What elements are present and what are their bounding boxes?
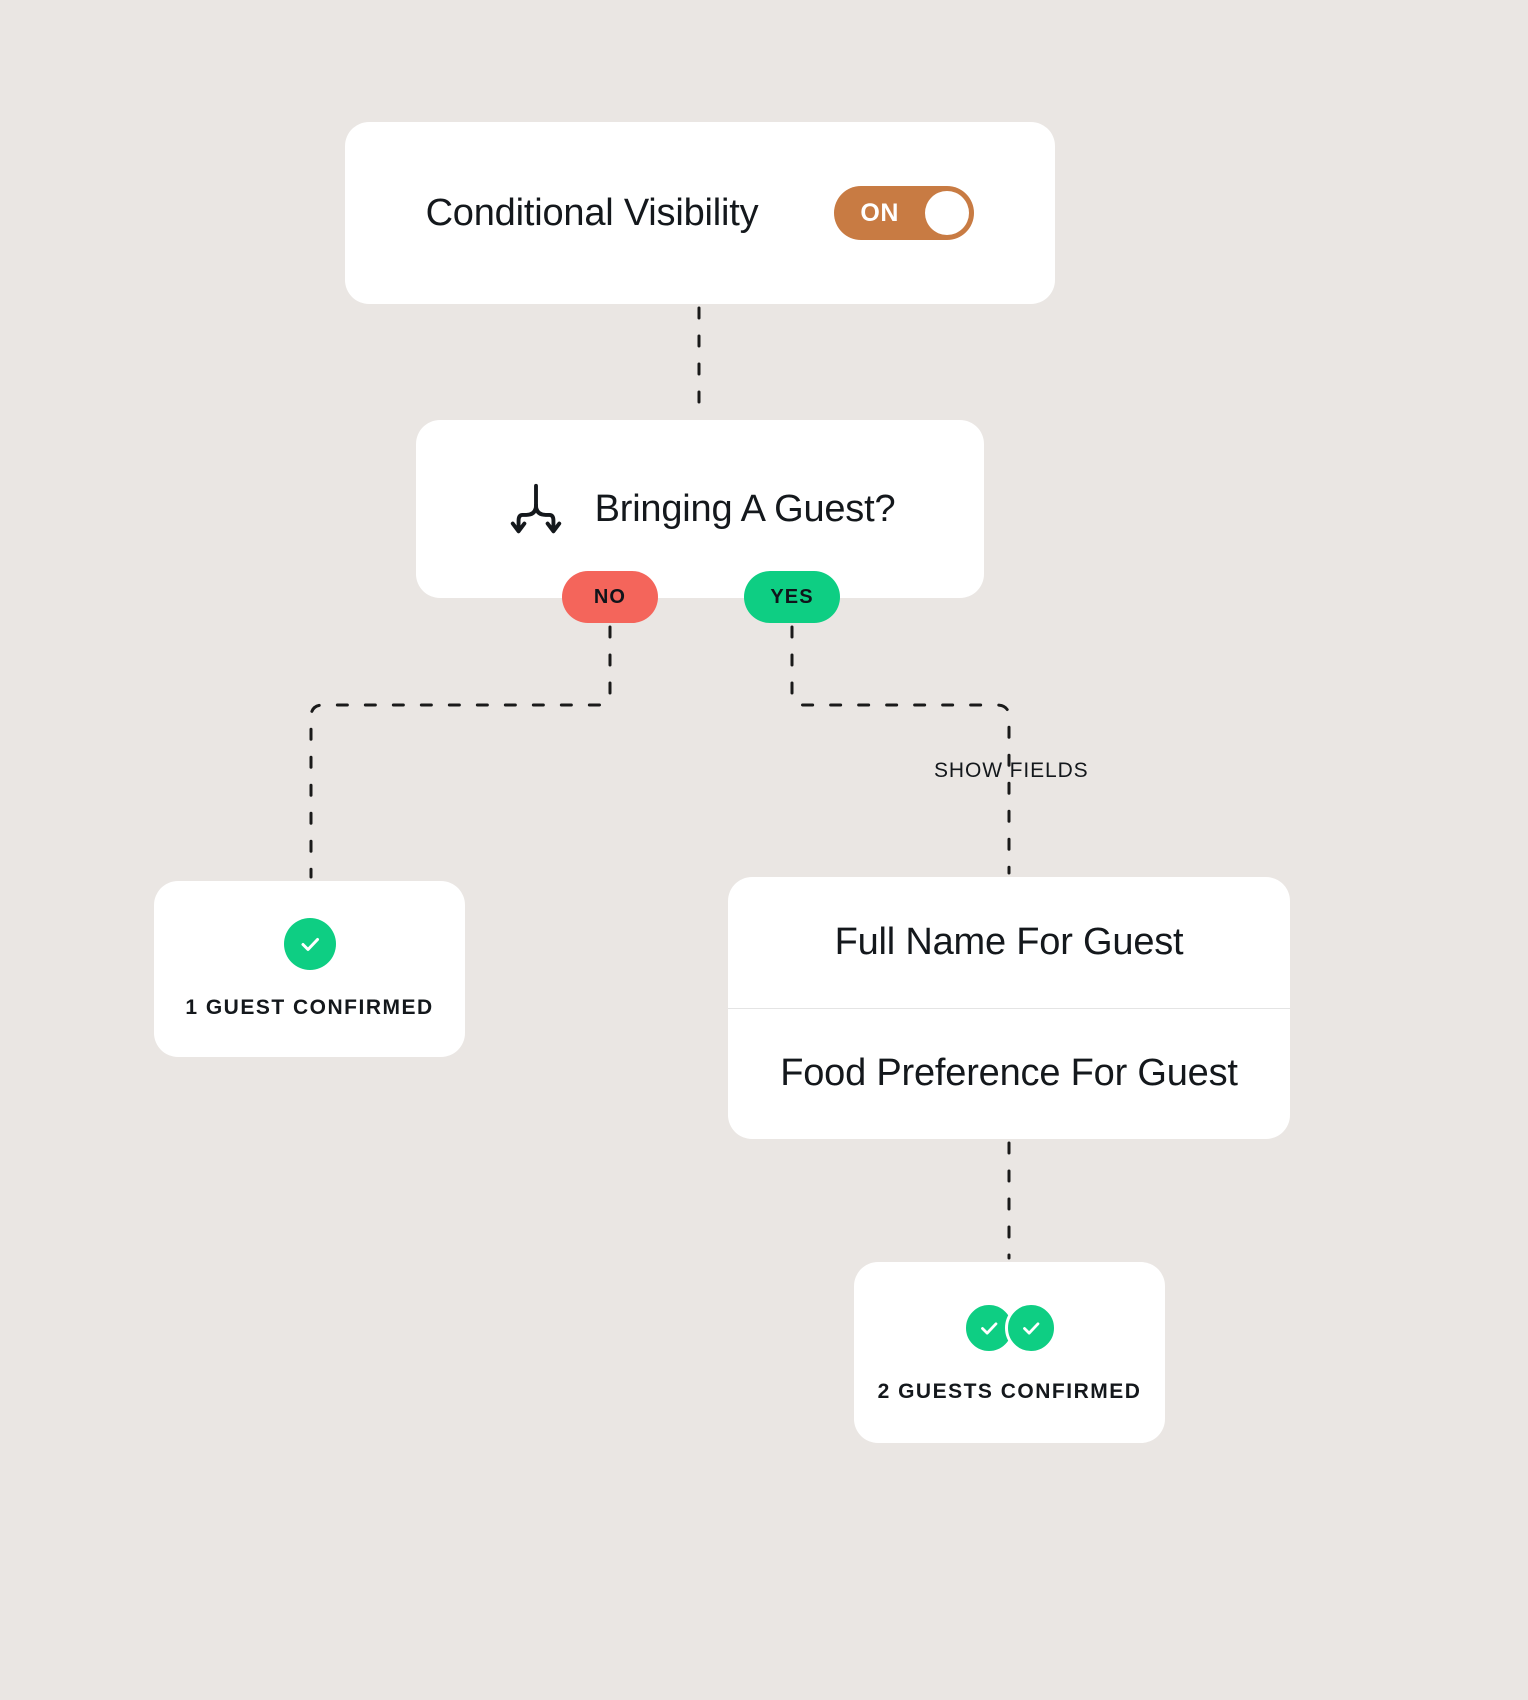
edge-label-show-fields: SHOW FIELDS: [934, 759, 1089, 782]
field-divider: [728, 1007, 1290, 1009]
node-conditional-visibility[interactable]: Conditional Visibility ON: [345, 122, 1055, 304]
check-circle-icon: [283, 918, 336, 970]
toggle-state-label: ON: [860, 198, 899, 227]
one-guest-confirmed-label: 1 GUEST CONFIRMED: [185, 996, 434, 1019]
node-two-guests-confirmed[interactable]: 2 GUESTS CONFIRMED: [854, 1262, 1165, 1443]
node-bringing-a-guest[interactable]: Bringing A Guest?: [416, 420, 984, 598]
two-guests-confirmed-label: 2 GUESTS CONFIRMED: [877, 1379, 1142, 1403]
field-row-full-name[interactable]: Full Name For Guest: [728, 877, 1290, 1008]
wire-yes-to-fields: [790, 625, 1011, 875]
node-one-guest-confirmed[interactable]: 1 GUEST CONFIRMED: [154, 881, 465, 1057]
node-title-bringing-a-guest: Bringing A Guest?: [594, 487, 896, 530]
field-row-food-preference[interactable]: Food Preference For Guest: [728, 1009, 1290, 1140]
node-guest-fields[interactable]: Full Name For Guest Food Preference For …: [728, 877, 1290, 1139]
branch-pill-yes-label: YES: [770, 585, 814, 608]
node-title-conditional-visibility: Conditional Visibility: [425, 191, 759, 234]
field-label-food-preference: Food Preference For Guest: [780, 1052, 1238, 1095]
toggle-knob[interactable]: [925, 191, 970, 235]
check-circle-icon: [1004, 1301, 1057, 1354]
conditional-visibility-toggle[interactable]: ON: [834, 186, 975, 240]
wire-no-to-one-guest: [309, 625, 612, 879]
branch-pill-no-label: NO: [593, 585, 627, 608]
field-label-full-name: Full Name For Guest: [834, 920, 1184, 963]
branch-split-icon: [510, 483, 561, 534]
branch-pill-yes[interactable]: YES: [744, 571, 840, 623]
branch-pill-no[interactable]: NO: [562, 571, 658, 623]
check-circle-pair: [962, 1301, 1057, 1354]
